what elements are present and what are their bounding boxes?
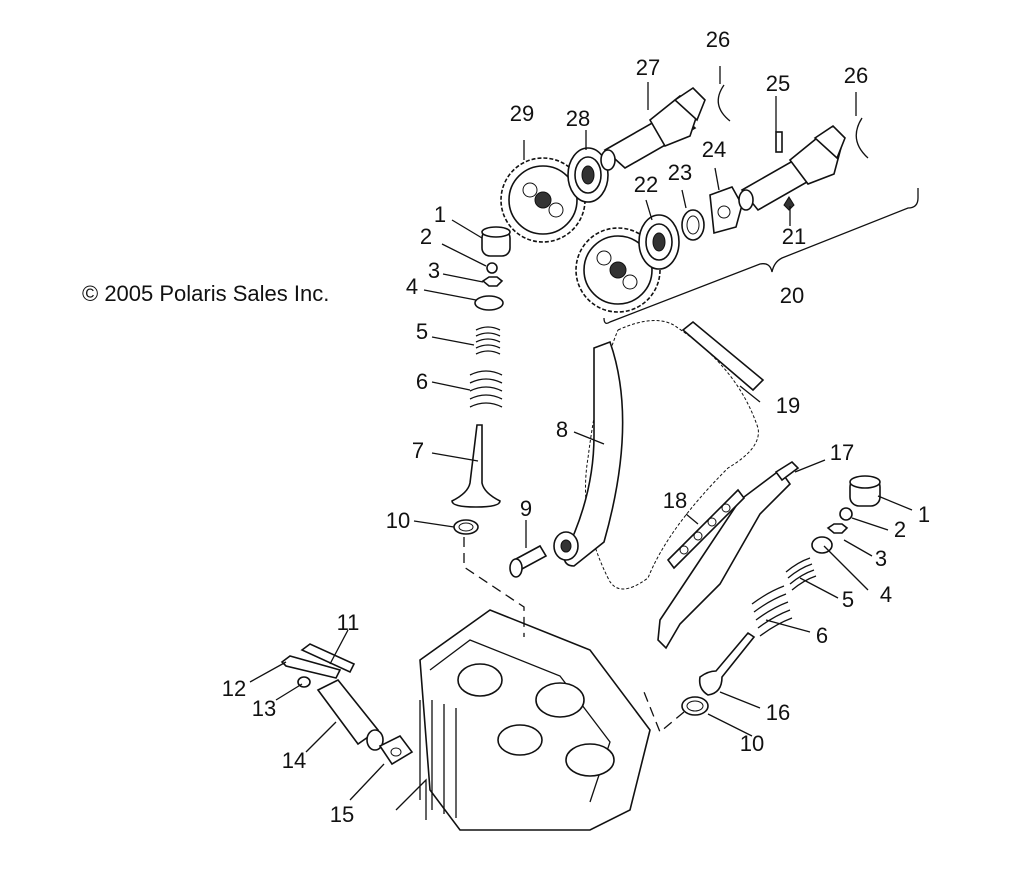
callout-6-right: 6 [816, 623, 828, 648]
chain-tensioner-blade [657, 460, 800, 650]
callout-7: 7 [412, 438, 424, 463]
cam-key [783, 196, 795, 211]
callout-21: 21 [782, 224, 806, 249]
callout-18: 18 [663, 488, 687, 513]
callout-15: 15 [330, 802, 354, 827]
callout-10-right: 10 [740, 731, 764, 756]
guide-bolt [509, 544, 548, 578]
valve-keeper-right [826, 523, 849, 534]
valve-seal-right [681, 696, 709, 716]
assembly-bracket-20 [603, 188, 919, 324]
callout-2-right: 2 [894, 517, 906, 542]
inner-spring-left [475, 326, 501, 355]
callout-23: 23 [668, 160, 692, 185]
callout-19: 19 [776, 393, 800, 418]
callout-5: 5 [416, 319, 428, 344]
valve-bucket-right [849, 475, 881, 507]
snap-ring-lower [855, 117, 869, 159]
callout-28: 28 [566, 106, 590, 131]
camshaft-upper [600, 86, 706, 171]
spring-retainer-left [474, 295, 504, 311]
tensioner-damper-strip [666, 488, 746, 570]
callout-13: 13 [252, 696, 276, 721]
callout-12: 12 [222, 676, 246, 701]
outer-spring-right [751, 585, 793, 637]
cam-bearing-upper [567, 147, 609, 203]
tensioner-bolts [280, 643, 356, 679]
callout-5-right: 5 [842, 587, 854, 612]
cam-sprocket-lower [575, 227, 661, 313]
callout-4: 4 [406, 274, 418, 299]
callout-3: 3 [428, 258, 440, 283]
valve-shim-left [486, 262, 498, 274]
callout-1-right: 1 [918, 502, 930, 527]
callout-26-lower: 26 [844, 63, 868, 88]
callout-labels: 1 2 3 4 5 6 7 8 9 10 11 12 13 14 15 16 1… [222, 27, 930, 827]
decompression-weight [709, 186, 743, 235]
callout-2: 2 [420, 224, 432, 249]
valve-alignment-dashline-left [463, 537, 525, 637]
valve-shim-right [839, 507, 853, 521]
callout-27: 27 [636, 55, 660, 80]
valve-seal-left [453, 519, 479, 535]
callout-26-upper: 26 [706, 27, 730, 52]
cylinder-head [395, 609, 651, 831]
callout-4-right: 4 [880, 582, 892, 607]
callout-22: 22 [634, 172, 658, 197]
valve-keeper-left [481, 276, 504, 287]
valve-alignment-dashline-right [643, 691, 685, 734]
callout-29: 29 [510, 101, 534, 126]
callout-3-right: 3 [875, 546, 887, 571]
callout-10: 10 [386, 508, 410, 533]
cam-bearing-lower [638, 214, 680, 270]
cam-pin [775, 131, 783, 153]
callout-17: 17 [830, 440, 854, 465]
camshaft-lower [738, 124, 846, 212]
leader-lines [249, 66, 913, 801]
cam-sprocket-upper [500, 157, 586, 243]
cam-chain-tensioner [316, 678, 384, 751]
valve-right [698, 631, 756, 696]
callout-16: 16 [766, 700, 790, 725]
callout-24: 24 [702, 137, 726, 162]
chain-guide-front [553, 340, 624, 567]
callout-9: 9 [520, 496, 532, 521]
callout-25: 25 [766, 71, 790, 96]
callout-8: 8 [556, 417, 568, 442]
outer-spring-left [469, 370, 503, 408]
bushing-ring [681, 209, 705, 241]
inner-spring-right [785, 557, 817, 591]
snap-ring-upper [717, 84, 731, 122]
chain-guide-upper [681, 320, 765, 392]
callout-6: 6 [416, 369, 428, 394]
callout-14: 14 [282, 748, 306, 773]
callout-20: 20 [780, 283, 804, 308]
valve-bucket-left [481, 226, 511, 257]
callout-11: 11 [337, 610, 360, 635]
copyright-notice: © 2005 Polaris Sales Inc. [82, 281, 330, 306]
valve-left [451, 424, 501, 508]
tensioner-gasket [378, 734, 414, 766]
callout-1: 1 [434, 202, 446, 227]
